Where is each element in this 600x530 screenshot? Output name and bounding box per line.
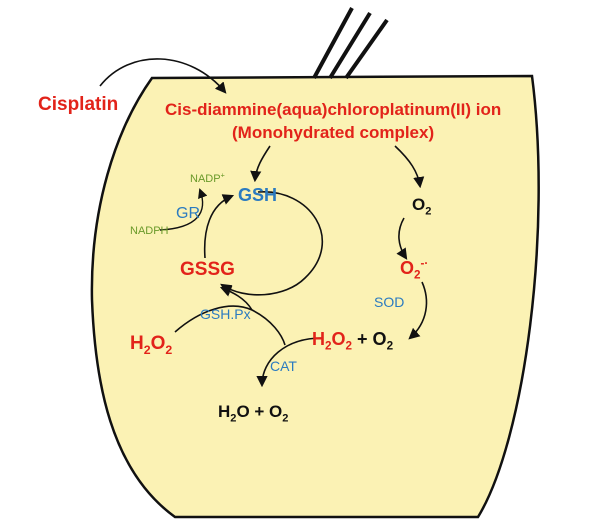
h2o2-left-label: H2O2 (130, 333, 173, 357)
h2o2-plus-o2-label: H2O2 + O2 (312, 329, 394, 353)
gshpx-to-gssg-arrow (219, 286, 253, 311)
cisplatin-label: Cisplatin (38, 94, 119, 115)
gssg-label: GSSG (180, 259, 235, 280)
gshpx-label: GSH.Px (200, 306, 251, 322)
ion-to-o2-arrow (394, 145, 425, 189)
ion-name-line1: Cis-diammine(aqua)chloroplatinum(II) ion (165, 100, 502, 119)
gr-reduction-arrow (203, 194, 235, 259)
gsh-label: GSH (238, 185, 278, 205)
o2-label: O2 (412, 195, 432, 218)
ion-name-line2: (Monohydrated complex) (232, 123, 435, 142)
nadph-to-nadp-arrow (159, 188, 208, 231)
nadph-label: NADPH (130, 225, 169, 237)
flagellum-2 (328, 11, 372, 80)
cat-label: CAT (270, 358, 297, 374)
o2-to-superoxide-arrow (396, 217, 408, 260)
cisplatin-entry-arrow (99, 58, 227, 94)
h2o-plus-o2-label: H2O + O2 (218, 402, 289, 425)
flagellum-3 (344, 18, 389, 80)
cell-body (90, 74, 540, 519)
gr-label: GR (176, 205, 200, 222)
nadp-plus-label: NADP+ (190, 171, 225, 185)
glutathione-cycle-arrow (220, 191, 324, 296)
sod-label: SOD (374, 294, 405, 310)
flagellum-1 (312, 7, 354, 79)
cat-arrow (256, 337, 323, 388)
sod-arrow (408, 281, 428, 340)
superoxide-label: O2-· (400, 257, 429, 282)
ion-to-gsh-arrow (250, 145, 271, 183)
